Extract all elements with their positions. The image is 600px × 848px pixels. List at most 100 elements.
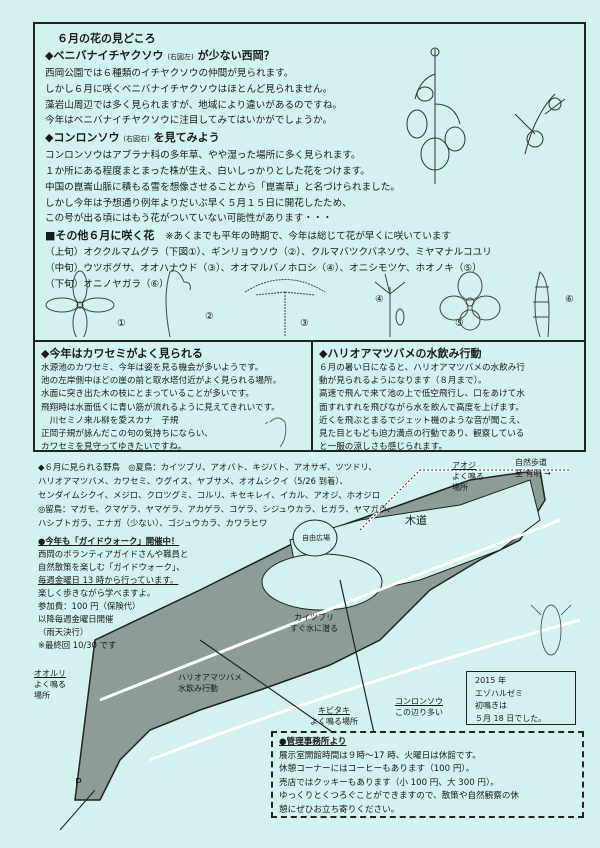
map-label-plaza: 自由広場: [302, 534, 330, 542]
label-line: オオルリ: [34, 669, 66, 678]
map-label-konron: コンロンソウこの辺り多い: [395, 696, 443, 718]
heading-text: が少ない西岡？: [197, 49, 275, 62]
label-line: よく鳴る: [452, 472, 484, 481]
paragraph-line: 正岡子規が詠んだこの句の気持ちにならい、: [41, 429, 213, 440]
marker-5: ⑤: [455, 318, 464, 329]
map-pond: [261, 553, 383, 611]
guide-line: 毎週金曜日 13 時から行っています。: [38, 575, 179, 585]
section-title: ６月の花の見どころ: [57, 32, 156, 45]
paragraph-line: 近くを飛ぶとまるでジェット機のような音が聞こえ、: [319, 415, 526, 426]
paragraph-line: 今年はベニバナイチヤクソウに注目してみてはいかがでしょうか。: [45, 115, 333, 127]
paragraph-line: ６月の暑い日になると、ハリオアマツバメの水飲み行: [319, 363, 525, 373]
office-line: 売店ではクッキーもあります（小 100 円、大 300 円）。: [279, 777, 499, 788]
paragraph-line: カワセミを見守ってゆきたいですね。: [41, 442, 187, 453]
map-label-kibitaki: キビタキよく鳴る場所: [310, 705, 358, 727]
office-line: 展示室開館時間は９時～17 時、火曜日は休館です。: [279, 750, 481, 761]
guide-heading: ●今年も「ガイドウォーク」開催中！: [38, 536, 180, 546]
heading-text: ■その他６月に咲く花: [45, 229, 155, 243]
paragraph-line: しかし今年は予想通り例年よりだいぶ早く５月１５日に開花したため、: [45, 197, 352, 209]
label-line: コンロンソウ: [395, 697, 443, 706]
birds-line: ◎留鳥：マガモ、クマゲラ、ヤマゲラ、アカゲラ、コゲラ、シジュウカラ、ヒガラ、ヤマ…: [38, 504, 396, 514]
marker-2: ②: [205, 311, 214, 322]
birds-line: ◆６月に見られる野鳥 ◎夏鳥：カイツブリ、アオバト、キジバト、アオサギ、ツツドリ…: [38, 462, 377, 472]
note-line: 初鳴きは: [475, 701, 507, 710]
heading-konronsou: ◆コンロンソウ (右図右) を見てみよう: [45, 129, 584, 148]
paragraph-line: 見た目ともども迫力満点の行動であり、観察している: [319, 429, 525, 440]
paragraph-line: 高速で飛んで来て池の上で低空飛行し、口をあけて水: [319, 389, 525, 400]
paragraph-line: しかし６月に咲くベニバナイチヤクソウはほとんど見られません。: [45, 83, 333, 95]
guide-line: 自然散策を楽しむ「ガイドウォーク」、: [38, 562, 185, 572]
paragraph-line: 藻岩山周辺では多く見られますが、地域により違いがあるのですね。: [45, 99, 343, 111]
birds-line: ハリオアマツバメ、カワセミ、ウグイス、ヤブサメ、オオムシクイ（5/26 到着）、: [38, 476, 348, 486]
label-line: アオジ: [452, 461, 476, 470]
label-line: 至 有明 →: [515, 469, 551, 478]
paragraph-line: と一服の涼しさも感じられます。: [319, 442, 448, 453]
paragraph-line: 池の左岸側中ほどの崖の前と取水塔付近がよく見られる場所。: [41, 376, 282, 387]
heading-note: (右図左): [167, 53, 194, 61]
heading-benibana: ◆ベニバナイチヤクソウ (右図左) が少ない西岡？: [45, 47, 584, 66]
label-line: この辺り多い: [395, 708, 443, 717]
label-line: 水飲み行動: [178, 684, 218, 693]
paragraph-line: 面すれすれを飛びながら水を飲んで高度を上げます。: [319, 402, 524, 413]
guide-line: 楽しく歩きながら学べますよ。: [38, 588, 156, 598]
heading-text: ◆ベニバナイチヤクソウ: [45, 49, 164, 62]
note-line: エゾハルゼミ: [475, 688, 523, 698]
label-line: すぐ水に潜る: [290, 624, 338, 633]
flower-illustrations: [45, 270, 550, 337]
label-line: 場所: [34, 691, 50, 700]
note-line: ５月 18 日でした。: [475, 713, 547, 723]
paragraph-line: 西岡公園では６種類のイチヤクソウの仲間が見られます。: [45, 68, 294, 79]
label-line: よく鳴る場所: [310, 717, 358, 726]
note-line: 2015 年: [475, 676, 506, 685]
map-north-arrow: [59, 789, 96, 831]
heading-other-flowers: ■その他６月に咲く花 ※あくまでも平年の時期で、今年は総じて花が早くに咲いていま…: [45, 227, 584, 245]
office-line: 休憩コーナーにはコーヒーもあります（100 円）。: [279, 764, 475, 774]
office-heading: ●管理事務所より: [279, 737, 347, 747]
paragraph-line: 水源池のカワセミ、今年は姿を見る機会が多いようです。: [41, 363, 264, 373]
map-label-boardwalk: 木道: [405, 514, 427, 527]
kawasemi-section: ◆今年はカワセミがよく見られる 水源池のカワセミ、今年は姿を見る機会が多いようで…: [33, 340, 313, 452]
paragraph-line: 中国の崑崙山脈に積もる雪を想像させることから「崑崙草」と名づけられました。: [45, 181, 400, 193]
heading-note: ※あくまでも平年の時期で、今年は総じて花が早くに咲いています: [165, 231, 451, 243]
office-line: ゆっくりとくつろぐことができますので、散策や自然観察の休: [279, 791, 520, 801]
paragraph-line: この号が出る頃にはもう花がついていない可能性があります・・・: [45, 213, 333, 225]
label-line: 場所: [452, 483, 468, 492]
paragraph-line: （下旬）オニノヤガラ（⑥）: [45, 278, 169, 290]
map-label-trail: 自然歩道至 有明 →: [515, 457, 551, 479]
guide-line: ※最終回 10/30 です: [38, 640, 117, 650]
birds-line: ハシブトガラ、エナガ（少ない）、ゴジュウカラ、カワラヒワ: [38, 518, 268, 528]
label-line: キビタキ: [318, 706, 350, 715]
guide-line: 参加費：100 円（保険代）: [38, 601, 141, 611]
heading-text: ◆コンロンソウ: [45, 131, 120, 145]
guide-walk-section: ●今年も「ガイドウォーク」開催中！ 西岡のボランティアガイドさんや職員と 自然散…: [38, 535, 188, 652]
haiku-line: 川セミノ来ル柳を愛スカナ 子規: [41, 415, 179, 426]
map-plaza: [292, 519, 338, 557]
heading-text: を見てみよう: [153, 131, 220, 145]
label-line: よく鳴る: [34, 680, 66, 689]
paragraph-line: 動が見られるようになります（８月まで）。: [319, 376, 487, 387]
guide-line: 西岡のボランティアガイドさんや職員と: [38, 549, 189, 559]
kingfisher-illustration: [265, 417, 287, 448]
office-notice: ●管理事務所より 展示室開館時間は９時～17 時、火曜日は休館です。 休憩コーナ…: [271, 731, 584, 818]
cicada-illustration: [530, 604, 572, 656]
paragraph-line: 飛翔時は水面低くに青い筋が流れるように見えてきれいです。: [41, 402, 280, 413]
cicada-note: 2015 年 エゾハルゼミ 初鳴きは ５月 18 日でした。: [466, 671, 576, 725]
label-line: カイツブリ: [294, 613, 334, 622]
map-label-parking: P: [75, 776, 82, 789]
paragraph-line: 水面に突き出た木の枝にとまっていることが多いです。: [41, 389, 254, 400]
section-heading: ◆今年はカワセミがよく見られる: [41, 347, 203, 360]
paragraph-line: （中旬）ウツボグサ、オオハナウド（③）、オオマルバノホロシ（④）、オニシモツケ、…: [45, 262, 482, 274]
birds-line: センダイムシクイ、メジロ、クロツグミ、コルリ、キセキレイ、イカル、アオジ、ホオジ…: [38, 490, 381, 500]
marker-1: ①: [117, 318, 126, 329]
map-label-kaitsuburi: カイツブリすぐ水に潜る: [290, 612, 338, 634]
label-line: ハリオアマツバメ: [178, 673, 242, 682]
map-label-ooruri: オオルリよく鳴る場所: [34, 668, 66, 701]
guide-line: 以降毎週金曜日開催: [38, 614, 114, 624]
label-line: 自然歩道: [515, 458, 547, 467]
plant-illustrations: [406, 47, 566, 184]
hario-section: ◆ハリオアマツバメの水飲み行動 ６月の暑い日になると、ハリオアマツバメの水飲み行…: [311, 340, 586, 452]
birds-section: ◆６月に見られる野鳥 ◎夏鳥：カイツブリ、アオバト、キジバト、アオサギ、ツツドリ…: [38, 460, 395, 530]
map-label-aoji: アオジよく鳴る場所: [452, 460, 484, 493]
heading-note: (右図右): [123, 135, 150, 144]
